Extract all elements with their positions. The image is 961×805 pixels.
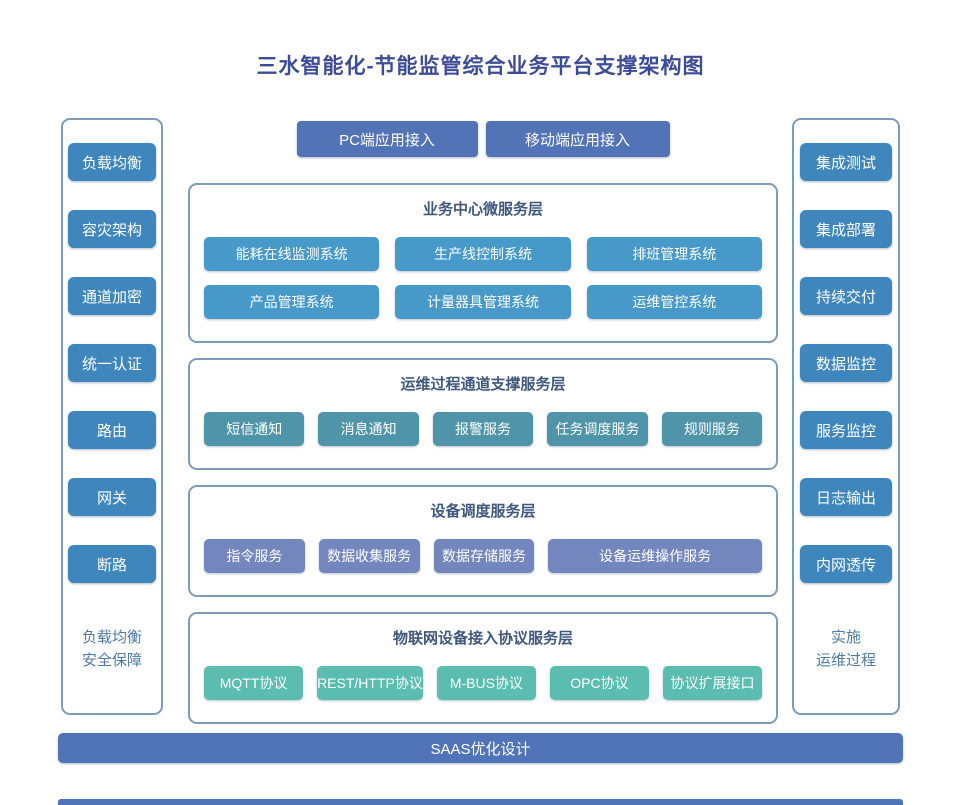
channel-service-block: 报警服务 (432, 412, 534, 446)
app-access-block: PC端应用接入 (296, 121, 478, 157)
left-panel: 负载均衡容灾架构通道加密统一认证路由网关断路 负载均衡安全保障 (61, 118, 163, 715)
business-system-block: 计量器具管理系统 (395, 285, 571, 319)
layer-title: 运维过程通道支撑服务层 (400, 376, 566, 393)
left-panel-footer-line: 安全保障 (81, 652, 142, 669)
cropped-bottom-bar (58, 799, 903, 805)
right-panel: 集成测试集成部署持续交付数据监控服务监控日志输出内网透传 实施运维过程 (792, 118, 900, 715)
protocol-block: MQTT协议 (204, 666, 304, 700)
left-panel-footer-line: 负载均衡 (81, 629, 142, 646)
right-panel-block: 集成部署 (800, 210, 892, 248)
layer-title: 业务中心微服务层 (422, 201, 543, 218)
protocol-block: REST/HTTP协议 (317, 666, 423, 700)
app-access-block: 移动端应用接入 (485, 121, 670, 157)
app-access-row: PC端应用接入移动端应用接入 (188, 121, 778, 157)
protocol-block: 协议扩展接口 (662, 666, 763, 700)
right-panel-footer-line: 运维过程 (815, 652, 876, 669)
right-panel-block: 数据监控 (800, 344, 892, 382)
layer-items: 短信通知消息通知报警服务任务调度服务规则服务 (204, 412, 763, 446)
layer-items: MQTT协议 REST/HTTP协议 M-BUS协议 OPC协议协议扩展接口 (204, 666, 763, 700)
middle-column: PC端应用接入移动端应用接入 业务中心微服务层 能耗在线监测系统生产线控制系统排… (188, 121, 778, 739)
layer-business-microservices: 业务中心微服务层 能耗在线监测系统生产线控制系统排班管理系统产品管理系统计量器具… (188, 183, 778, 343)
layer-device-scheduling: 设备调度服务层 指令服务数据收集服务数据存储服务设备运维操作服务 (188, 485, 778, 597)
business-system-block: 排班管理系统 (586, 237, 762, 271)
business-system-block: 能耗在线监测系统 (204, 237, 380, 271)
protocol-block: OPC协议 (549, 666, 649, 700)
protocol-block: M-BUS协议 (436, 666, 536, 700)
layer-ops-channel-support: 运维过程通道支撑服务层 短信通知消息通知报警服务任务调度服务规则服务 (188, 358, 778, 470)
left-panel-block: 负载均衡 (68, 143, 156, 181)
device-service-block: 数据收集服务 (318, 539, 420, 573)
device-service-block: 数据存储服务 (433, 539, 535, 573)
layer-items: 指令服务数据收集服务数据存储服务设备运维操作服务 (204, 539, 762, 573)
channel-service-block: 消息通知 (318, 412, 419, 446)
layer-iot-protocol-access: 物联网设备接入协议服务层 MQTT协议 REST/HTTP协议 M-BUS协议 OPC… (188, 612, 778, 724)
channel-service-block: 短信通知 (204, 412, 305, 446)
right-panel-block: 日志输出 (800, 478, 892, 516)
diagram-title: 三水智能化-节能监管综合业务平台支撑架构图 (256, 55, 705, 78)
left-panel-block: 通道加密 (68, 277, 156, 315)
right-panel-block: 持续交付 (800, 277, 892, 315)
device-service-block: 设备运维操作服务 (548, 539, 762, 573)
layer-title: 设备调度服务层 (430, 503, 536, 520)
left-panel-block: 断路 (68, 545, 156, 583)
right-panel-footer-line: 实施 (830, 629, 861, 646)
right-panel-block: 内网透传 (800, 545, 892, 583)
layer-title: 物联网设备接入协议服务层 (392, 630, 573, 647)
channel-service-block: 规则服务 (661, 412, 763, 446)
right-panel-footer: 实施运维过程 (816, 626, 876, 672)
business-system-block: 运维管控系统 (586, 285, 762, 319)
channel-service-block: 任务调度服务 (547, 412, 648, 446)
left-panel-footer: 负载均衡安全保障 (82, 626, 142, 672)
device-service-block: 指令服务 (204, 539, 305, 573)
left-panel-block: 容灾架构 (68, 210, 156, 248)
business-system-block: 产品管理系统 (204, 285, 380, 319)
left-panel-block: 网关 (68, 478, 156, 516)
business-system-block: 生产线控制系统 (395, 237, 571, 271)
left-panel-block: 统一认证 (68, 344, 156, 382)
saas-optimization-bar: SAAS优化设计 (58, 733, 903, 763)
layer-items: 能耗在线监测系统生产线控制系统排班管理系统产品管理系统计量器具管理系统运维管控系… (204, 237, 762, 319)
left-panel-block: 路由 (68, 411, 156, 449)
right-panel-block: 服务监控 (800, 411, 892, 449)
right-panel-block: 集成测试 (800, 143, 892, 181)
